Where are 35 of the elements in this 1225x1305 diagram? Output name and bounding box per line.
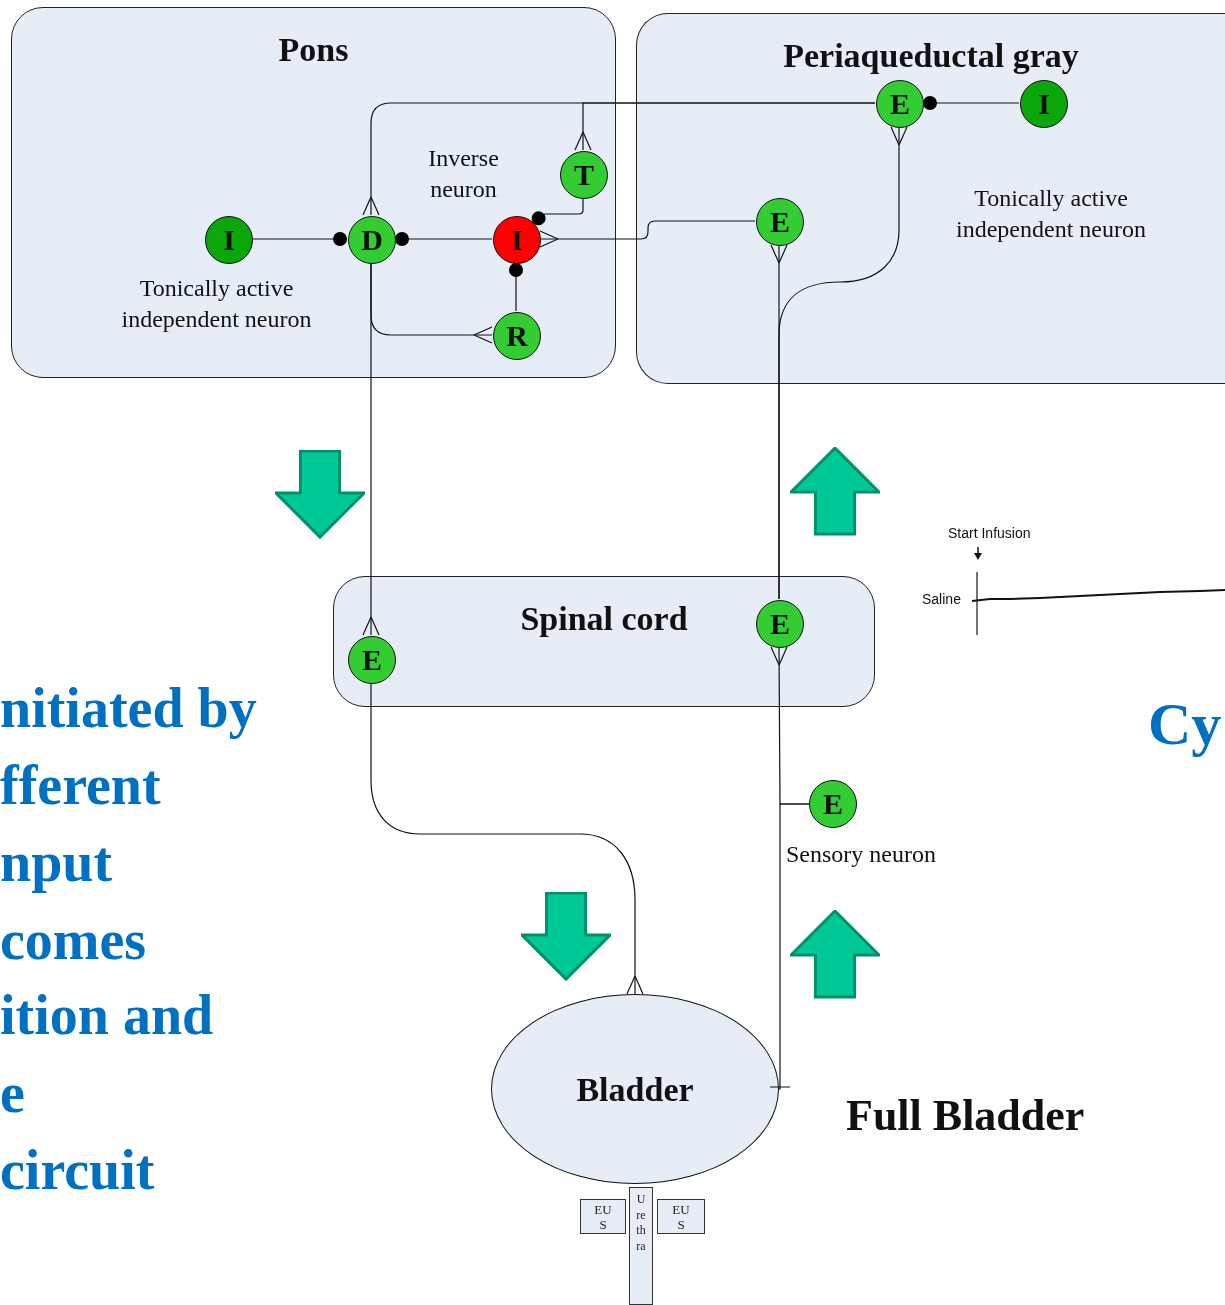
region-title: Spinal cord: [520, 599, 688, 639]
chart-label: Start Infusion: [948, 524, 1031, 543]
nerve-connection: [539, 220, 756, 248]
slide-text: Cy: [1148, 690, 1222, 758]
nerve-connection: [362, 262, 380, 636]
brain-region-panel: [11, 7, 616, 378]
region-title: Pons: [278, 30, 349, 70]
brain-region-panel: [333, 576, 875, 707]
chart-label: Saline: [922, 590, 961, 609]
slide-text: comes: [0, 908, 147, 972]
nerve-connection: [922, 96, 1020, 110]
neuron-caption: Tonically active independent neuron: [955, 184, 1147, 244]
neuron-caption: Tonically active independent neuron: [120, 274, 313, 334]
nerve-connection: [251, 232, 348, 246]
neuron-caption: Sensory neuron: [786, 840, 937, 869]
sphincter-box: EUS: [657, 1199, 705, 1234]
nerve-connection: [778, 126, 908, 600]
nerve-connection: [370, 682, 644, 995]
urethra-tube: Urethra: [629, 1187, 653, 1305]
slide-text: ition and: [0, 983, 214, 1047]
nerve-connection: [394, 232, 493, 246]
slide-text: nput: [0, 830, 113, 894]
region-title: Periaqueductal gray: [783, 36, 1079, 76]
sphincter-box: EUS: [580, 1199, 626, 1234]
slide-text: circuit: [0, 1138, 155, 1202]
bladder-ellipse: Bladder: [491, 994, 779, 1184]
nerve-connection: [509, 262, 523, 312]
nerve-connection: [778, 803, 810, 1090]
slide-text: e: [0, 1061, 25, 1125]
slide-text: fferent: [0, 753, 161, 817]
neuron-caption: Inverse neuron: [427, 144, 500, 204]
brain-region-panel: [636, 13, 1225, 384]
nerve-connection: [574, 102, 876, 151]
slide-heading: Full Bladder: [846, 1090, 1085, 1142]
slide-text: nitiated by: [0, 676, 257, 740]
